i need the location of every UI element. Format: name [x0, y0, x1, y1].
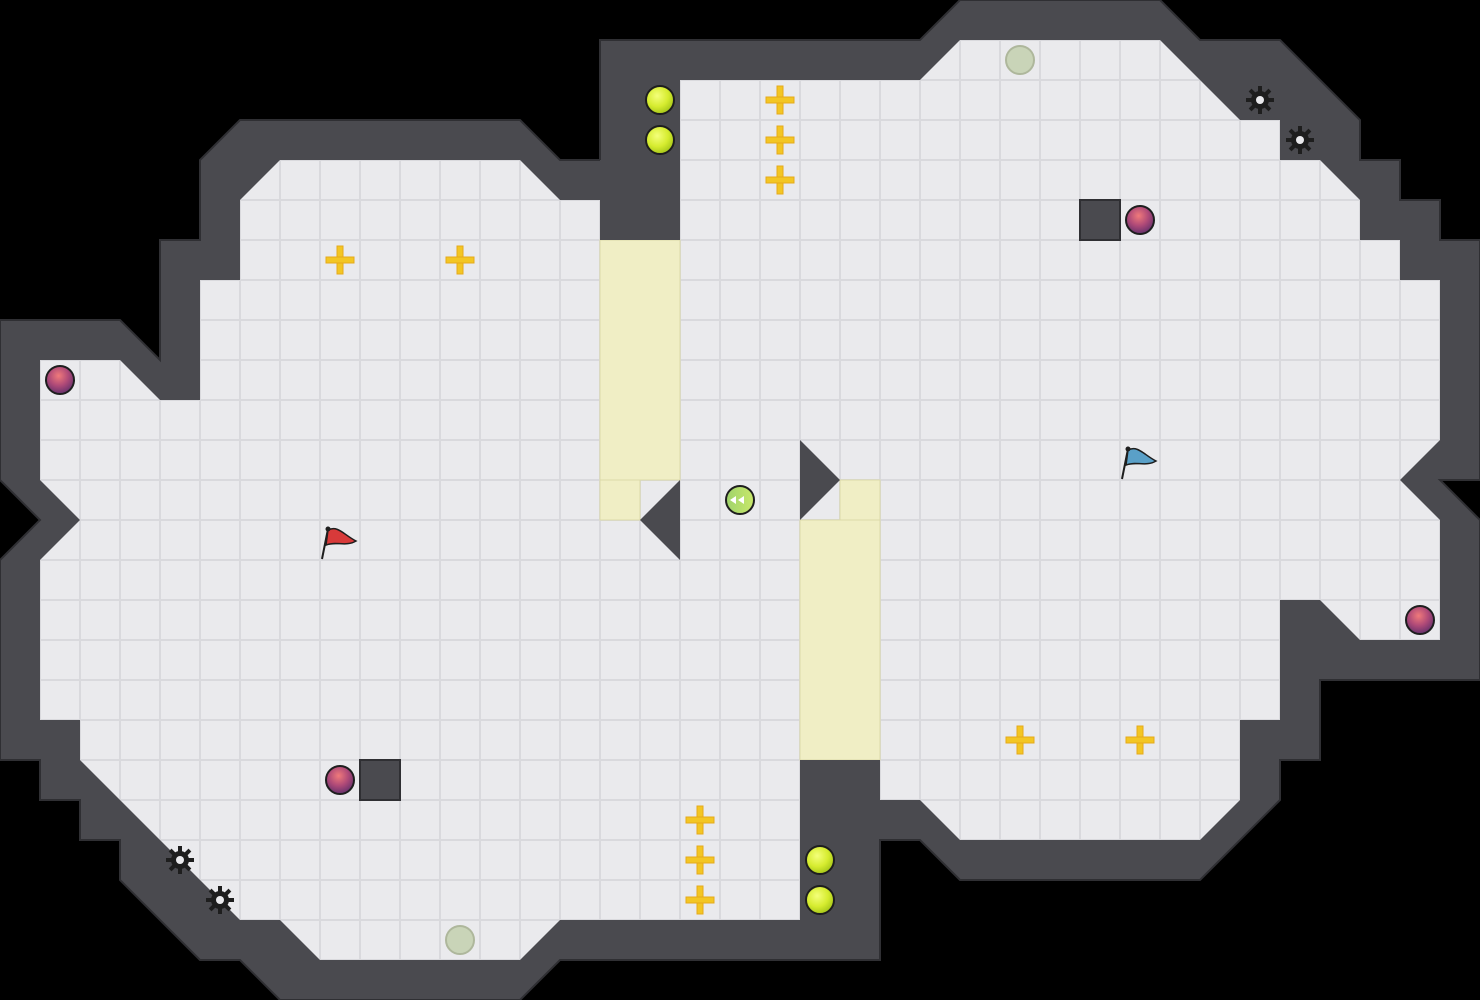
bomb-icon — [1405, 605, 1435, 635]
powerup-icon — [765, 165, 795, 195]
powerup-icon — [1005, 725, 1035, 755]
blue-flag-icon — [1121, 446, 1158, 480]
spike-icon — [1286, 126, 1314, 154]
boosts — [645, 85, 835, 915]
portal-icon — [445, 925, 475, 955]
bombs — [45, 205, 1435, 795]
boost-icon — [645, 125, 675, 155]
team-boost — [725, 485, 755, 515]
spikes — [166, 86, 1314, 914]
powerup-icon — [765, 125, 795, 155]
neutral-zones — [599, 239, 881, 761]
wall-block-bottom — [800, 760, 880, 800]
spike-icon — [206, 886, 234, 914]
boost-icon — [805, 885, 835, 915]
neutral-zone-left-tip — [599, 479, 641, 521]
powerup-icon — [685, 885, 715, 915]
powerup-icon — [685, 845, 715, 875]
wall-block-small-left — [359, 759, 401, 801]
boost-icon — [645, 85, 675, 115]
wall-triangle-right — [800, 440, 840, 520]
spike-icon — [1246, 86, 1274, 114]
bomb-icon — [45, 365, 75, 395]
neutral-zone-left — [599, 239, 681, 481]
wall-block-small-right — [1079, 199, 1121, 241]
red-flag-icon — [321, 526, 358, 560]
powerup-icon — [765, 85, 795, 115]
wall-triangle-left — [640, 480, 680, 560]
neutral-zone-right-tip — [839, 479, 881, 521]
boost-icon — [805, 845, 835, 875]
bomb-icon — [1125, 205, 1155, 235]
neutral-zone-right — [799, 519, 881, 761]
powerup-icon — [1125, 725, 1155, 755]
spike-icon — [166, 846, 194, 874]
portals — [445, 45, 1035, 955]
powerups — [325, 85, 1155, 915]
powerup-icon — [445, 245, 475, 275]
wall-block-top — [600, 160, 680, 240]
portal-icon — [1005, 45, 1035, 75]
powerup-icon — [325, 245, 355, 275]
powerup-icon — [685, 805, 715, 835]
team-boost-arrows-icon — [730, 496, 744, 504]
wall-blocks — [359, 160, 1121, 801]
bomb-icon — [325, 765, 355, 795]
